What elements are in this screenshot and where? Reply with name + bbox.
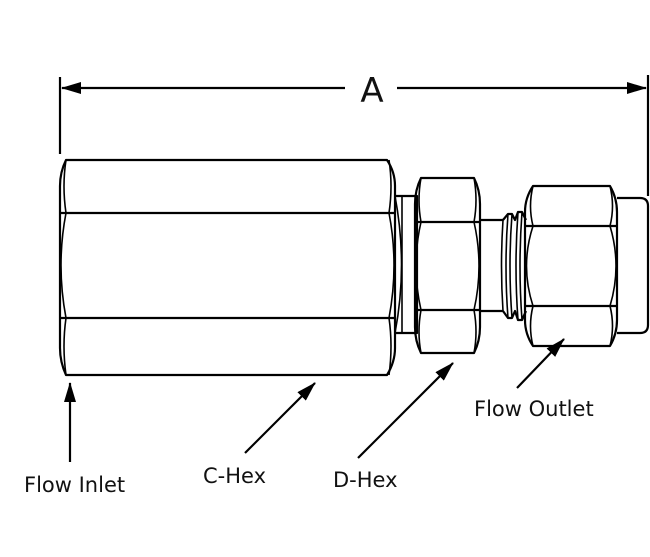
- flow-inlet-label: Flow Inlet: [24, 473, 125, 497]
- collar: [394, 194, 419, 335]
- c-hex-arrow: [244, 382, 316, 454]
- d-hex-label: D-Hex: [333, 468, 398, 492]
- flow-outlet-arrow: [516, 338, 565, 389]
- tube-end: [617, 196, 650, 335]
- neck: [480, 218, 503, 313]
- dimension-label: A: [360, 71, 383, 111]
- threads: [500, 210, 528, 322]
- dimension-a: A: [58, 71, 650, 196]
- flow-outlet-label: Flow Outlet: [474, 397, 594, 421]
- c-hex-body: [58, 158, 397, 377]
- c-hex-label: C-Hex: [203, 464, 266, 488]
- outlet-nut: [523, 184, 619, 348]
- d-hex-arrow: [357, 362, 454, 459]
- d-hex-body: [413, 176, 482, 355]
